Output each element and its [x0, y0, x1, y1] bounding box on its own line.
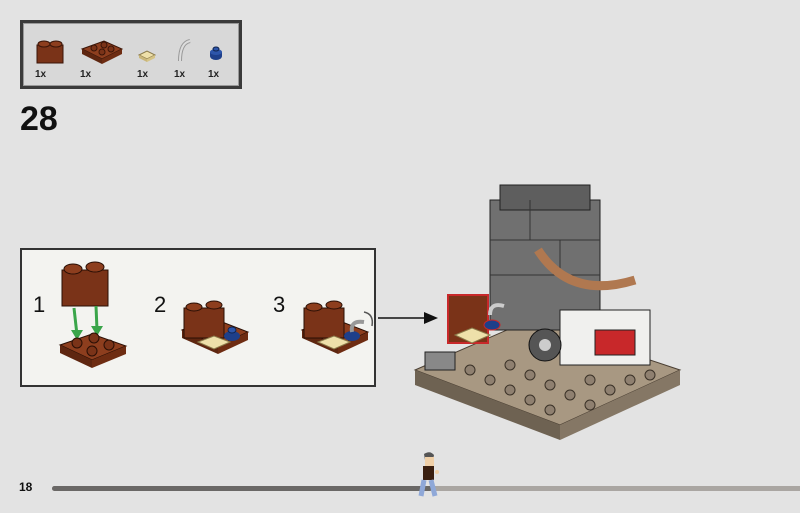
bar-arch-icon	[178, 39, 191, 62]
substep-number: 2	[154, 292, 167, 317]
progress-bar-fill	[52, 486, 432, 491]
round-plate-icon	[210, 46, 222, 60]
part-plate-brown: 1x	[80, 37, 124, 80]
tile-icon	[137, 50, 157, 62]
main-model-illustration	[413, 184, 682, 440]
part-quantity: 1x	[35, 69, 47, 80]
substep-2-illustration	[180, 300, 250, 354]
part-tile-tan: 1x	[137, 37, 157, 80]
callout-arrow	[378, 312, 438, 324]
part-quantity: 1x	[208, 69, 220, 80]
brick-icon	[36, 40, 64, 64]
step-number: 28	[20, 100, 58, 138]
plate-icon	[80, 40, 124, 64]
parts-list-panel: 1x 1x 1x 1x 1x	[20, 20, 242, 89]
part-bar-arch-grey: 1x	[174, 37, 194, 80]
part-round-plate-blue: 1x	[208, 37, 224, 80]
progress-bar	[52, 486, 800, 491]
substep-3-illustration	[300, 300, 374, 354]
page-number: 18	[19, 480, 33, 494]
substep-panel: 1 2 3	[20, 248, 376, 387]
substep-1-illustration	[58, 261, 128, 368]
part-quantity: 1x	[137, 69, 149, 80]
part-quantity: 1x	[174, 69, 186, 80]
substep-illustrations	[58, 261, 374, 368]
part-brick-brown: 1x	[35, 37, 65, 80]
substep-number: 3	[273, 292, 286, 317]
minifigure-progress-marker-icon	[418, 452, 439, 497]
part-quantity: 1x	[80, 69, 92, 80]
substep-number: 1	[33, 292, 46, 317]
